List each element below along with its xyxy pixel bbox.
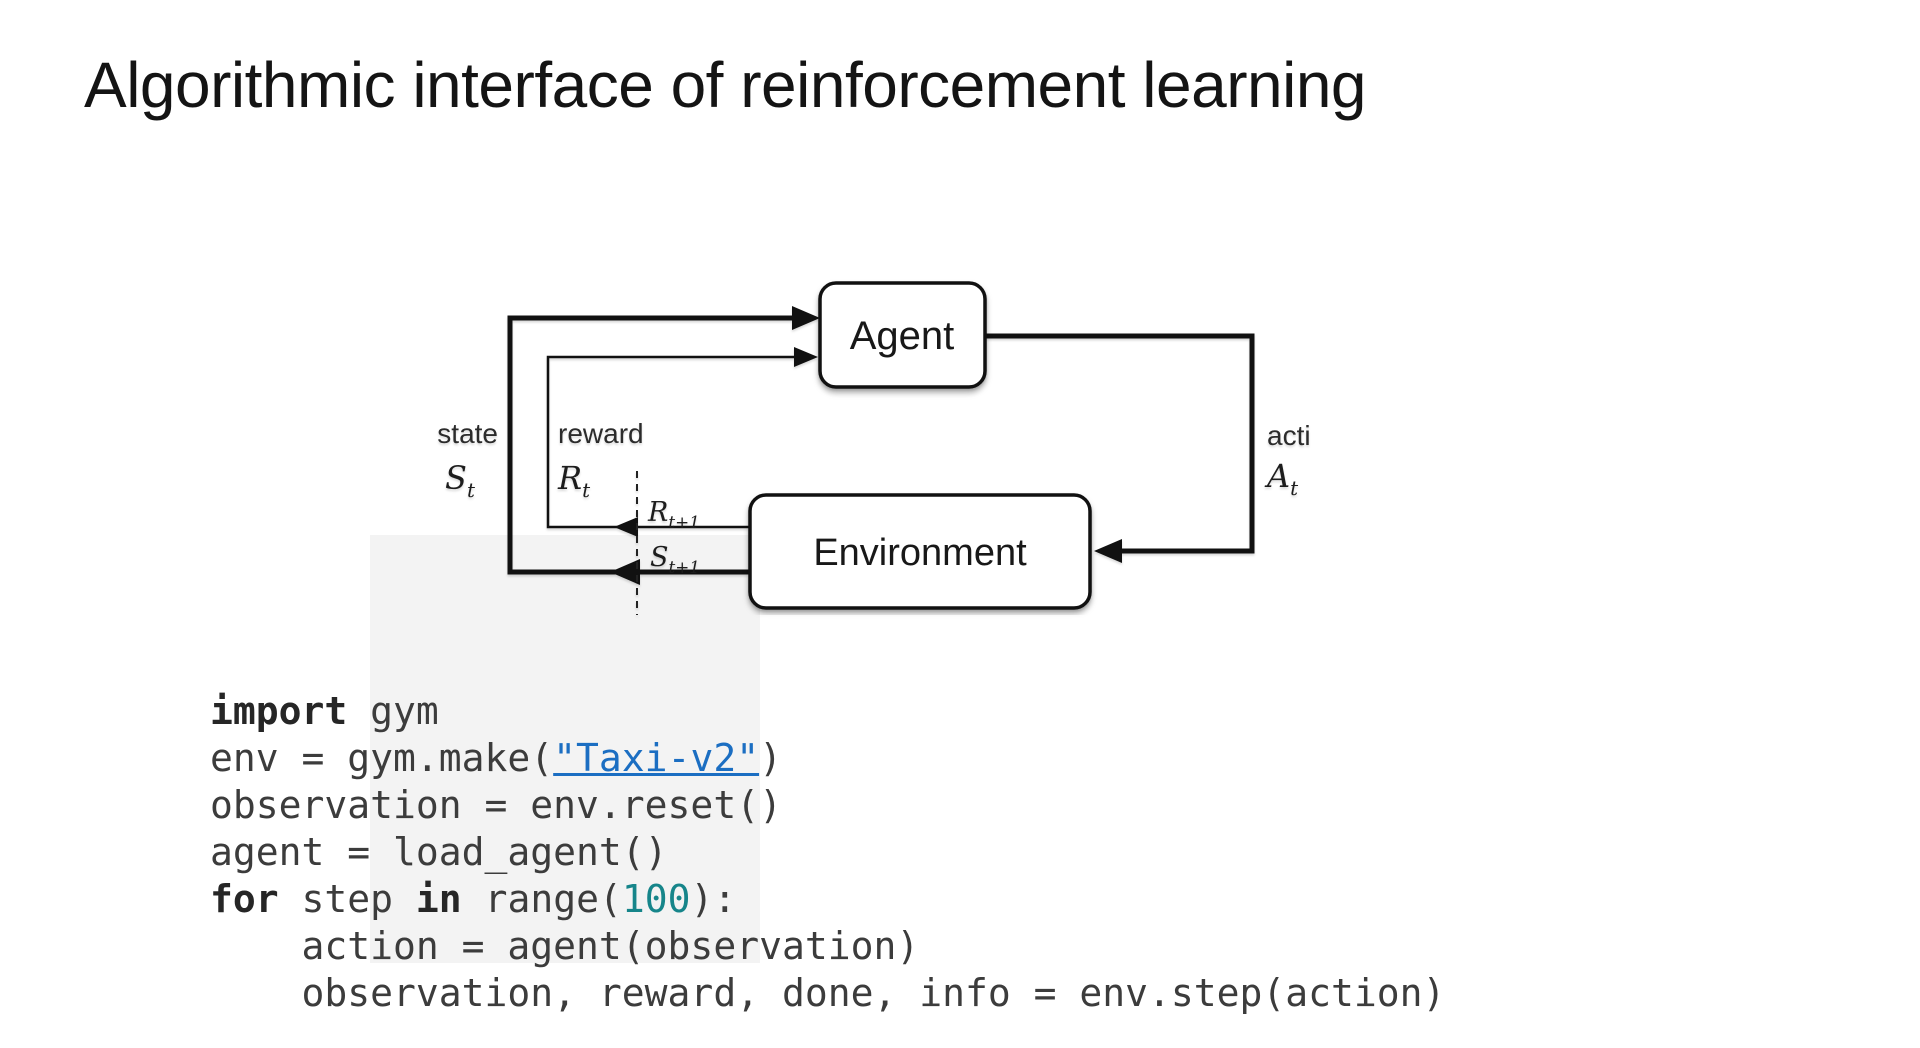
code-token: range( [461, 877, 622, 921]
code-line: for step in range(100): [210, 876, 1445, 923]
reward-into-agent-arrowhead [794, 347, 818, 367]
action-line [985, 333, 1255, 554]
code-token: for [210, 877, 279, 921]
next-reward-arrowhead [614, 517, 638, 537]
code-token: gym [347, 689, 439, 733]
pasted-image-backdrop [370, 535, 760, 963]
code-token: ): [690, 877, 737, 921]
state-label: state [437, 418, 498, 449]
code-line: env = gym.make("Taxi-v2") [210, 735, 1445, 782]
environment-label: Environment [813, 532, 1027, 574]
code-token: agent = load_agent() [210, 830, 668, 874]
code-token: observation = env.reset() [210, 783, 782, 827]
rl-loop-svg: Agent Environment state St reward Rt act… [437, 281, 1342, 615]
code-line: import gym [210, 688, 1445, 735]
action-into-env-arrowhead [1094, 539, 1122, 563]
reward-loop-line [546, 355, 812, 529]
rl-loop-diagram: Agent Environment state St reward Rt act… [390, 215, 1342, 615]
next-state-arrowhead [610, 559, 640, 585]
next-state-symbol: St+1 [650, 542, 700, 577]
agent-box [818, 281, 987, 389]
code-token: env = gym.make( [210, 736, 554, 780]
code-line: action = agent(observation) [210, 923, 1445, 970]
code-token: action = agent(observation) [210, 924, 920, 968]
code-line: observation = env.reset() [210, 782, 1445, 829]
code-token: observation, reward, done, info = env.st… [210, 971, 1446, 1015]
code-token: ) [759, 736, 782, 780]
reward-symbol: Rt [557, 459, 590, 502]
code-token: step [278, 877, 416, 921]
code-token: in [415, 877, 462, 921]
code-line: observation, reward, done, info = env.st… [210, 970, 1446, 1017]
code-token: 100 [621, 877, 691, 921]
code-line: agent = load_agent() [210, 829, 1445, 876]
action-label: action [1267, 420, 1310, 451]
state-into-agent-arrowhead [792, 306, 820, 330]
next-reward-symbol: Rt+1 [647, 497, 700, 532]
environment-box [748, 493, 1092, 610]
agent-label: Agent [850, 314, 955, 358]
reward-label: reward [558, 418, 644, 449]
state-symbol: St [445, 459, 475, 502]
slide-title: Algorithmic interface of reinforcement l… [84, 49, 1367, 121]
taxi-v2-link[interactable]: "Taxi-v2" [553, 736, 760, 780]
action-symbol: At [1264, 457, 1298, 500]
code-token: import [210, 689, 348, 733]
